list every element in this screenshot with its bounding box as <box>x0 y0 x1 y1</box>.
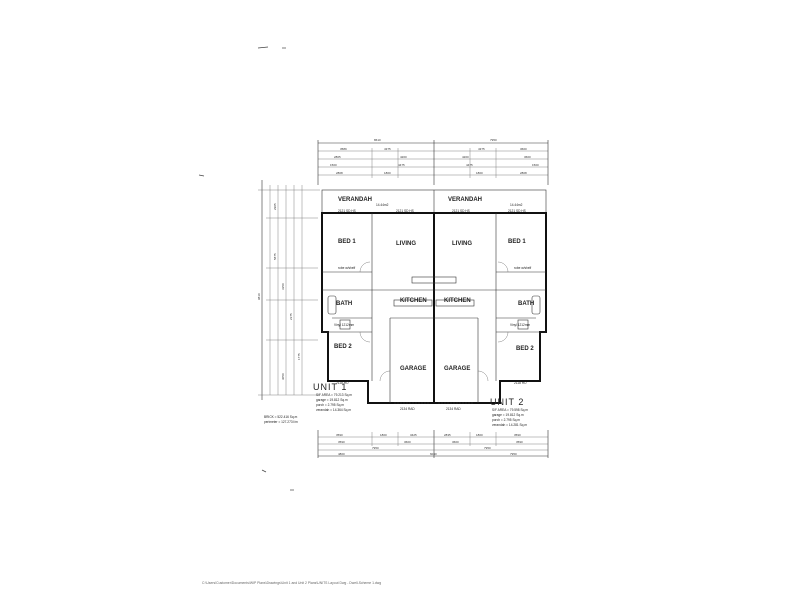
block-line: BRICK = 522.416 Sq.m <box>264 415 298 419</box>
dim: 2805 <box>334 155 341 159</box>
room-garage-left: GARAGE <box>400 366 426 372</box>
room-bath-right: BATH <box>518 301 534 307</box>
note-window: 2118 HO <box>336 381 349 385</box>
room-living-right: LIVING <box>452 241 472 247</box>
dim: 4200 <box>400 155 407 159</box>
note-window: 2118 HO <box>514 381 527 385</box>
dim-overall-height: 9810 <box>257 293 261 300</box>
unit2-title: UNIT 2 <box>490 397 524 407</box>
room-bed1-right: BED 1 <box>508 239 526 245</box>
dim: 3350 <box>281 283 285 290</box>
dim: 5875 <box>273 253 277 260</box>
dim: 1775 <box>297 353 301 360</box>
room-bed2-left: BED 2 <box>334 344 352 350</box>
dim: 3425 <box>410 433 417 437</box>
dim: 2808 <box>336 171 343 175</box>
dim: 3590 <box>516 440 523 444</box>
left-dimensions: 9810 2905 5875 3350 2375 1775 3050 <box>257 180 320 400</box>
scan-artifacts <box>198 46 294 491</box>
unit2-line: verandah = 14.281 Sq.m <box>492 423 527 427</box>
dim: 3600 <box>520 147 527 151</box>
note-garage-door: 2134 RAD <box>400 407 415 411</box>
dim: 4375 <box>384 147 391 151</box>
dim-overall-right: 7950 <box>490 138 497 142</box>
note-window: 2121 SD HS <box>452 209 470 213</box>
dim: 2905 <box>273 203 277 210</box>
room-labels: VERANDAH VERANDAH BED 1 BED 1 LIVING LIV… <box>334 197 534 372</box>
dim: 7950 <box>484 446 491 450</box>
note-vinyl: Vinyl 1212mm <box>510 323 530 327</box>
dim: 1800 <box>476 433 483 437</box>
dim: 4800 <box>338 452 345 456</box>
dim: 1800 <box>380 433 387 437</box>
note-verandah-area: 14.44m2 <box>510 203 523 207</box>
dim: 6040 <box>430 452 437 456</box>
unit1-line: S/F AREA = 79.213 Sq.m <box>316 393 352 397</box>
dim: 2835 <box>444 433 451 437</box>
dim: 1500 <box>330 163 337 167</box>
dim: 3589 <box>340 147 347 151</box>
dim: 3600 <box>524 155 531 159</box>
bottom-dimensions: 3590 1800 3425 2835 1800 3590 3590 3600 … <box>317 430 549 458</box>
unit2-line: garage = 19.812 Sq.m <box>492 413 524 417</box>
dim: 3590 <box>514 433 521 437</box>
dim: 3590 <box>338 440 345 444</box>
room-garage-right: GARAGE <box>444 366 470 372</box>
dim: 3600 <box>404 440 411 444</box>
room-verandah-right: VERANDAH <box>448 197 482 203</box>
plan-notes: 2121 SD HS 2121 SD HS 2121 SD HS 2121 SD… <box>334 203 531 411</box>
unit1-schedule: UNIT 1 S/F AREA = 79.213 Sq.m garage = 1… <box>313 382 352 412</box>
room-bath-left: BATH <box>336 301 352 307</box>
dim: 2808 <box>520 171 527 175</box>
unit1-title: UNIT 1 <box>313 382 347 392</box>
top-dimensions: 8610 7950 3589 4375 4375 3600 2805 4200 … <box>317 138 549 185</box>
note-window: 2121 SD HS <box>338 209 356 213</box>
dim: 7950 <box>510 452 517 456</box>
unit1-line: porch = 2.795 Sq.m <box>316 403 344 407</box>
note-garage-door: 2134 RAD <box>446 407 461 411</box>
dim: 3600 <box>452 440 459 444</box>
room-bed2-right: BED 2 <box>516 346 534 352</box>
dim: 1800 <box>476 171 483 175</box>
dim: 1800 <box>384 171 391 175</box>
room-kitchen-left: KITCHEN <box>400 298 427 304</box>
file-path-footer: C:\Users\Customer\Documents\WIP Plans\Dr… <box>202 581 381 585</box>
note-robe: robe w/shelf <box>514 266 531 270</box>
block-line: perimeter = 127.273 l/m <box>264 420 298 424</box>
dim: 3590 <box>336 433 343 437</box>
note-window: 2121 SD HS <box>396 209 414 213</box>
block-schedule: BRICK = 522.416 Sq.m perimeter = 127.273… <box>264 415 298 424</box>
unit2-schedule: UNIT 2 S/F AREA = 79.598 Sq.m garage = 1… <box>490 397 528 427</box>
unit2-line: S/F AREA = 79.598 Sq.m <box>492 408 528 412</box>
dim-overall-left: 8610 <box>374 138 381 142</box>
plan-walls <box>321 189 547 404</box>
room-kitchen-right: KITCHEN <box>444 298 471 304</box>
note-vinyl: Vinyl 1212mm <box>334 323 354 327</box>
dim: 7950 <box>372 446 379 450</box>
unit1-line: verandah = 14.364 Sq.m <box>316 408 351 412</box>
dim: 1500 <box>532 163 539 167</box>
dim: 4375 <box>478 147 485 151</box>
dim: 4475 <box>398 163 405 167</box>
unit1-line: garage = 19.812 Sq.m <box>316 398 348 402</box>
room-verandah-left: VERANDAH <box>338 197 372 203</box>
note-window: 2121 SD HS <box>508 209 526 213</box>
dim: 2375 <box>289 313 293 320</box>
dim: 4200 <box>462 155 469 159</box>
room-bed1-left: BED 1 <box>338 239 356 245</box>
dim: 4475 <box>466 163 473 167</box>
room-living-left: LIVING <box>396 241 416 247</box>
note-verandah-area: 14.44m2 <box>376 203 389 207</box>
unit2-line: porch = 2.795 Sq.m <box>492 418 520 422</box>
note-robe: robe w/shelf <box>338 266 355 270</box>
dim: 3050 <box>281 373 285 380</box>
